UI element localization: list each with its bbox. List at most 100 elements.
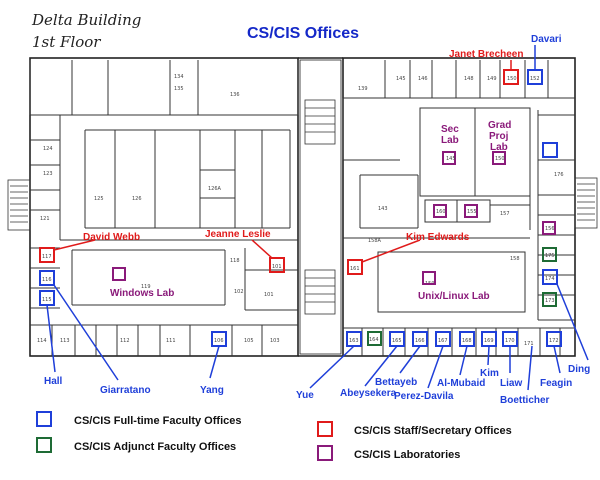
building-walls (29, 57, 576, 357)
label-liaw: Liaw (500, 378, 522, 389)
svg-text:171: 171 (524, 341, 534, 347)
legend: CS/CIS Full-time Faculty Offices CS/CIS … (36, 411, 512, 461)
legend-staff-text: CS/CIS Staff/Secretary Offices (354, 425, 512, 437)
svg-text:125: 125 (94, 196, 104, 202)
svg-text:143: 143 (378, 206, 388, 212)
left-wing-rooms (29, 60, 299, 356)
ding-office-marker (542, 269, 558, 285)
svg-text:119: 119 (141, 284, 151, 290)
giarratano-office-marker (39, 270, 55, 286)
sec-lab-marker (442, 151, 456, 165)
svg-text:173: 173 (545, 298, 555, 304)
svg-text:145: 145 (396, 76, 406, 82)
svg-text:176: 176 (554, 172, 564, 178)
label-hall: Hall (44, 376, 63, 387)
svg-text:174: 174 (545, 276, 555, 282)
legend-fulltime-text: CS/CIS Full-time Faculty Offices (74, 415, 241, 427)
svg-text:112: 112 (120, 338, 130, 344)
adjunct-164-marker (367, 331, 382, 346)
staff-offices: Janet Brecheen 150 David Webb 117 Jeanne… (39, 49, 523, 275)
svg-text:134: 134 (174, 74, 184, 80)
david-office-marker (39, 247, 55, 263)
svg-text:123: 123 (43, 171, 53, 177)
label-perez-davila: Perez-Davila (394, 391, 454, 402)
grad-lab-marker (492, 151, 506, 165)
label-yang: Yang (200, 385, 224, 396)
svg-text:118: 118 (230, 258, 240, 264)
svg-text:136: 136 (230, 92, 240, 98)
label-davari: Davari (531, 34, 562, 45)
label-feagin: Feagin (540, 378, 572, 389)
room-numbers: 124 123 125 126 126A 134 135 136 139 145… (37, 74, 564, 347)
svg-text:150: 150 (507, 76, 517, 82)
svg-text:135: 135 (174, 86, 184, 92)
label-kim: Kim (480, 368, 499, 379)
svg-text:101: 101 (272, 264, 282, 270)
faculty-labels: Davari Hall Giarratano Yang Yue Abeyseke… (44, 34, 590, 406)
svg-text:160: 160 (436, 209, 446, 215)
svg-text:152: 152 (530, 76, 540, 82)
faculty-leader-lines (46, 45, 589, 391)
svg-text:124: 124 (43, 146, 53, 152)
svg-text:139: 139 (358, 86, 368, 92)
lab-155-marker (464, 204, 478, 218)
label-boetticher: Boetticher (500, 395, 550, 406)
adjunct-175-marker (542, 247, 557, 262)
legend-adjunct-swatch (36, 437, 52, 453)
svg-text:145: 145 (446, 156, 456, 162)
map-title: CS/CIS Offices (247, 25, 359, 42)
svg-text:163: 163 (349, 338, 359, 344)
jeanne-office-marker (269, 257, 285, 273)
svg-text:113: 113 (60, 338, 70, 344)
svg-text:103: 103 (270, 338, 280, 344)
legend-staff-swatch (317, 421, 333, 437)
lab-156-marker (542, 221, 556, 235)
jeanne-leslie-label: Jeanne Leslie (205, 229, 271, 240)
floor-name: 1st Floor (32, 33, 101, 51)
svg-text:175: 175 (545, 253, 555, 259)
svg-text:165: 165 (392, 338, 402, 344)
adjunct-offices: 175 173 164 (367, 247, 557, 346)
svg-text:164: 164 (369, 337, 379, 343)
janet-brecheen-label: Janet Brecheen (449, 49, 523, 60)
label-bettayeb: Bettayeb (375, 377, 417, 388)
svg-text:158A: 158A (368, 238, 382, 244)
kim-edwards-office-marker (347, 259, 363, 275)
svg-text:106: 106 (214, 338, 224, 344)
david-webb-label: David Webb (83, 232, 140, 243)
svg-text:166: 166 (415, 338, 425, 344)
lab-160-marker (433, 204, 447, 218)
svg-text:116: 116 (42, 277, 52, 283)
svg-text:121: 121 (40, 216, 50, 222)
svg-text:156: 156 (545, 226, 555, 232)
svg-text:146: 146 (418, 76, 428, 82)
adjunct-173-marker (542, 292, 557, 307)
svg-text:169: 169 (484, 338, 494, 344)
svg-text:105: 105 (244, 338, 254, 344)
svg-text:170: 170 (505, 338, 515, 344)
windows-lab-label: Windows Lab (110, 288, 174, 299)
building-name: Delta Building (31, 11, 141, 29)
legend-fulltime-swatch (36, 411, 52, 427)
svg-text:149: 149 (487, 76, 497, 82)
svg-text:111: 111 (166, 338, 176, 344)
kim-edwards-label: Kim Edwards (406, 232, 470, 243)
label-giarratano: Giarratano (100, 385, 151, 396)
svg-text:172: 172 (549, 338, 559, 344)
svg-text:167: 167 (438, 338, 448, 344)
legend-labs-swatch (317, 445, 333, 461)
svg-text:101: 101 (264, 292, 274, 298)
unix-lab-marker (422, 271, 436, 285)
svg-text:126A: 126A (208, 186, 222, 192)
grad-lab-label-3: Lab (490, 142, 508, 153)
stairs (7, 99, 598, 315)
svg-text:150: 150 (495, 156, 505, 162)
office-176-marker (542, 142, 558, 158)
svg-text:158: 158 (510, 256, 520, 262)
labs: Windows Lab Unix/Linux Lab Sec Lab 145 G… (110, 120, 556, 302)
sec-lab-label-2: Lab (441, 135, 459, 146)
svg-text:148: 148 (464, 76, 474, 82)
svg-text:117: 117 (42, 254, 52, 260)
svg-text:161: 161 (350, 266, 360, 272)
